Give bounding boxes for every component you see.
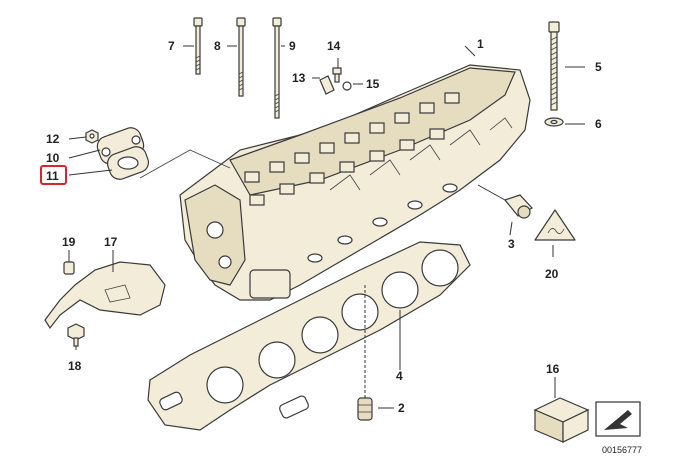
- seal-ring[interactable]: [342, 81, 352, 91]
- warning-label[interactable]: [534, 209, 576, 241]
- callout-16: 16: [546, 362, 560, 376]
- screw[interactable]: [332, 67, 342, 83]
- callout-8: 8: [214, 39, 221, 53]
- callout-5: 5: [595, 60, 602, 74]
- document-number: 00156777: [602, 445, 643, 455]
- callout-6: 6: [595, 117, 602, 131]
- leader-lines: [68, 45, 585, 409]
- head-gasket[interactable]: [147, 241, 471, 431]
- clip[interactable]: [63, 261, 75, 275]
- callout-9: 9: [289, 39, 296, 53]
- callout-7: 7: [168, 39, 175, 53]
- repair-kit-box[interactable]: [533, 397, 590, 443]
- arrow-icon: [595, 401, 641, 437]
- callout-18: 18: [68, 359, 82, 373]
- nut[interactable]: [85, 129, 99, 144]
- callout-2: 2: [398, 401, 405, 415]
- callout-13: 13: [292, 71, 306, 85]
- callout-19: 19: [62, 235, 76, 249]
- callout-labels: 1 2 3 4 5 6 7 8 9 10 11 12 13 14 15 16 1…: [46, 37, 602, 415]
- bolt[interactable]: [67, 323, 85, 347]
- temperature-sensor[interactable]: [477, 184, 533, 219]
- callout-17: 17: [104, 235, 118, 249]
- callout-12: 12: [46, 132, 60, 146]
- stud-medium[interactable]: [236, 17, 246, 97]
- callout-20: 20: [545, 267, 559, 281]
- sleeve[interactable]: [357, 285, 373, 421]
- callout-11: 11: [46, 169, 59, 183]
- head-bolt[interactable]: [548, 21, 560, 111]
- bracket[interactable]: [44, 261, 166, 330]
- washer[interactable]: [544, 117, 564, 127]
- callout-4: 4: [396, 369, 403, 383]
- callout-10: 10: [46, 151, 60, 165]
- stud-short[interactable]: [193, 17, 203, 75]
- cylinder-head[interactable]: [179, 64, 531, 301]
- callout-3: 3: [508, 237, 515, 251]
- callout-1: 1: [477, 37, 484, 51]
- plug-screw[interactable]: [319, 75, 335, 95]
- stud-long[interactable]: [272, 17, 282, 119]
- gasket-small[interactable]: [105, 144, 151, 182]
- callout-15: 15: [366, 77, 380, 91]
- callout-highlight-box: [40, 165, 67, 185]
- callout-14: 14: [327, 39, 341, 53]
